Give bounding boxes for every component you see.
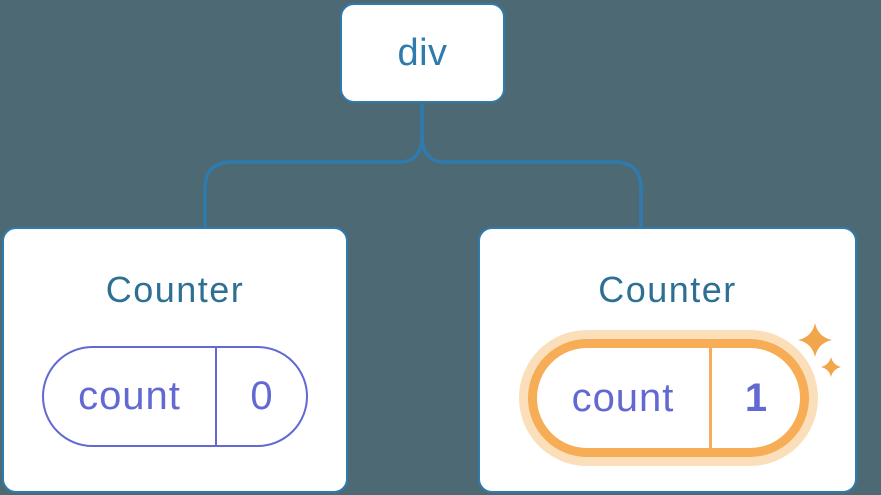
state-pill: count 0: [42, 346, 308, 447]
counter-card-left: Counter count 0: [2, 227, 348, 493]
pill-divider: [709, 348, 712, 448]
state-value: 1: [744, 375, 768, 420]
sparkle-small-icon: [821, 357, 841, 377]
connector-right-branch: [420, 104, 643, 230]
connector-left-branch: [203, 104, 424, 230]
sparkles-group: [798, 323, 841, 377]
component-title: Counter: [105, 269, 245, 310]
root-node-label: div: [397, 31, 448, 74]
state-pill-highlighted: count 1: [528, 339, 809, 457]
sparkle-large-icon: [798, 323, 832, 357]
component-title: Counter: [598, 269, 737, 310]
root-node: div: [340, 3, 505, 103]
state-value: 0: [250, 374, 273, 418]
state-key-label: count: [571, 375, 675, 420]
state-key-label: count: [78, 374, 181, 418]
counter-card-right: Counter count 1: [478, 227, 857, 493]
pill-divider: [215, 348, 217, 445]
